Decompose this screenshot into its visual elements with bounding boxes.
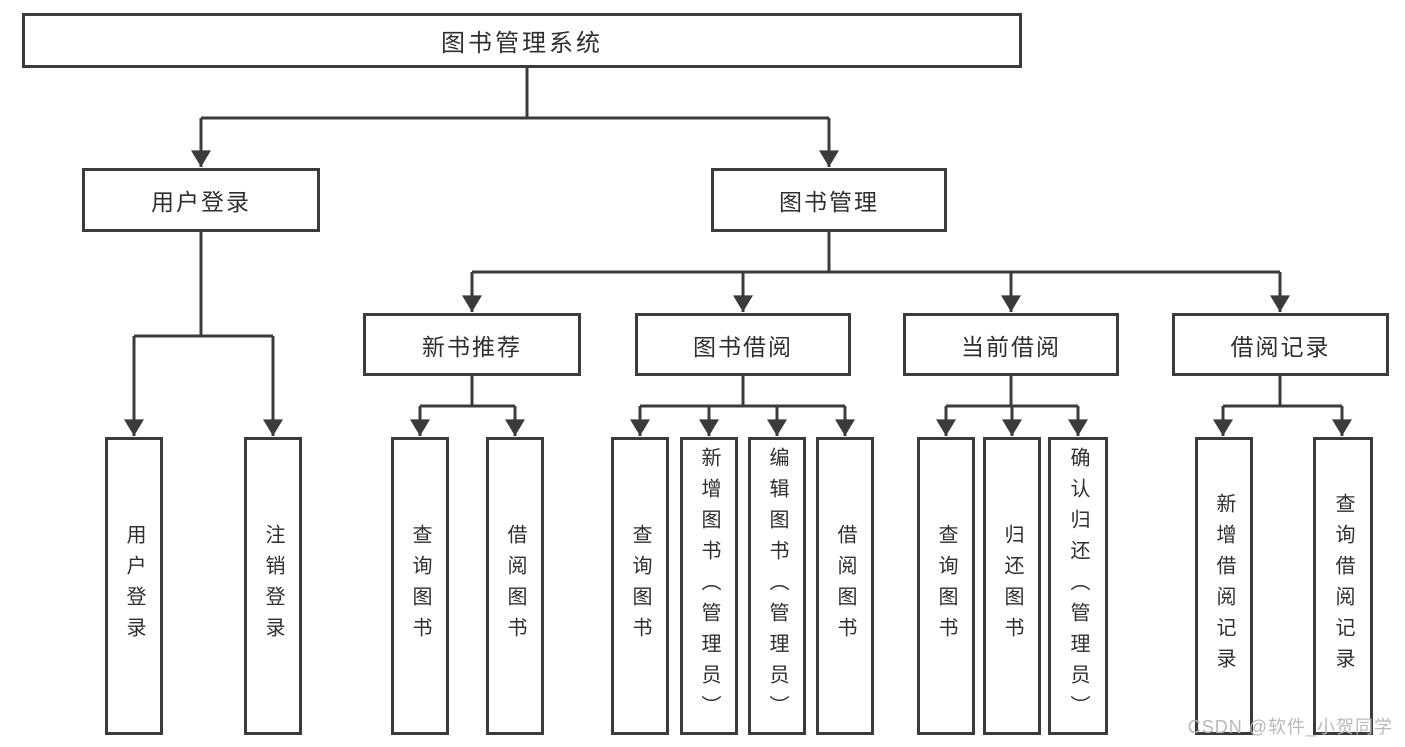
csdn-watermark: CSDN @软件_小贺同学 <box>1187 717 1393 737</box>
node-current-borrowing: 当前借阅 <box>903 313 1119 376</box>
leaf-borrowing-query-books: 查询图书 <box>611 437 669 735</box>
leaf-logout: 注销登录 <box>244 437 302 735</box>
leaf-borrowing-borrow-books: 借阅图书 <box>816 437 874 735</box>
leaf-records-add-record: 新增借阅记录 <box>1195 437 1253 735</box>
leaf-current-query-books: 查询图书 <box>917 437 975 735</box>
node-borrowing-records: 借阅记录 <box>1172 313 1389 376</box>
leaf-current-return-books: 归还图书 <box>983 437 1041 735</box>
leaf-borrowing-edit-books-admin: 编辑图书（管理员） <box>748 437 806 735</box>
node-book-borrowing: 图书借阅 <box>635 313 851 376</box>
node-library-management-system: 图书管理系统 <box>22 13 1022 68</box>
leaf-user-login: 用户登录 <box>105 437 163 735</box>
leaf-newbook-query-books: 查询图书 <box>391 437 449 735</box>
leaf-newbook-borrow-books: 借阅图书 <box>486 437 544 735</box>
leaf-current-confirm-return-admin: 确认归还（管理员） <box>1048 437 1108 735</box>
leaf-records-query-record: 查询借阅记录 <box>1313 437 1373 735</box>
node-book-management: 图书管理 <box>711 168 947 232</box>
node-user-login: 用户登录 <box>82 168 320 232</box>
node-new-book-recommendation: 新书推荐 <box>363 313 581 376</box>
leaf-borrowing-add-books-admin: 新增图书（管理员） <box>680 437 738 735</box>
